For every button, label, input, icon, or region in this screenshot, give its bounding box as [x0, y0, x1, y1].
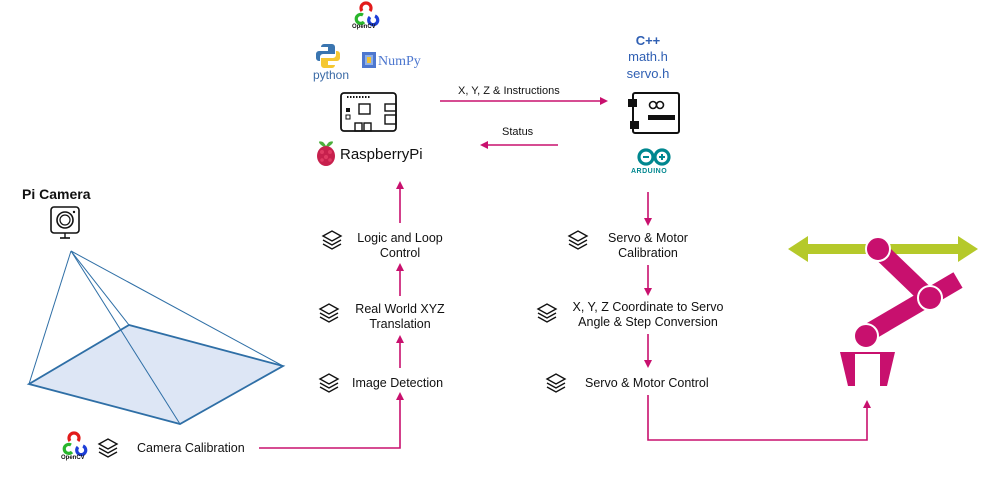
fov-ground-plane: [26, 324, 286, 425]
layers-icon: [319, 303, 339, 323]
link-label-to-arduino: X, Y, Z & Instructions: [458, 85, 560, 97]
step-camera-calibration: Camera Calibration: [137, 441, 245, 455]
layers-icon: [319, 373, 339, 393]
numpy-logo-icon: [362, 52, 376, 68]
layers-icon: [537, 303, 557, 323]
layers-icon: [546, 373, 566, 393]
python-logo-icon: [316, 44, 340, 68]
layers-icon: [568, 230, 588, 250]
step-logic-loop-line2: Control: [379, 246, 421, 260]
step-coordinate-conversion-line2: Angle & Step Conversion: [578, 315, 718, 329]
step-xyz-translation-line2: Translation: [369, 317, 431, 331]
step-servo-calibration-line2: Calibration: [618, 246, 678, 260]
arrow-control-to-robot: [647, 395, 871, 441]
arduino-board-icon: [628, 92, 680, 134]
step-coordinate-conversion: X, Y, Z Coordinate to Servo Angle & Step…: [566, 300, 730, 330]
layers-icon: [322, 230, 342, 250]
python-label: python: [313, 68, 350, 82]
raspberrypi-label: RaspberryPi: [340, 146, 423, 163]
arduino-label: ARDUINO: [631, 168, 668, 175]
step-xyz-translation-line1: Real World XYZ: [355, 302, 445, 316]
camera-title: Pi Camera: [22, 186, 91, 202]
opencv-label-bottom: OpenCV: [61, 455, 85, 461]
robot-arm-illustration: [788, 236, 978, 386]
camera-icon: [50, 206, 80, 239]
fov-ray: [70, 250, 181, 425]
step-servo-calibration-line1: Servo & Motor: [608, 231, 688, 245]
step-servo-calibration: Servo & Motor Calibration: [598, 231, 698, 261]
step-logic-loop: Logic and Loop Control: [350, 231, 450, 261]
opencv-logo-bottom: [62, 431, 88, 457]
code-lib-servo: servo.h: [626, 66, 670, 81]
code-lib-math: math.h: [628, 49, 668, 64]
opencv-label-top: OpenCV: [352, 24, 376, 30]
step-image-detection: Image Detection: [352, 376, 444, 390]
opencv-logo-top: [354, 1, 380, 27]
code-language: C++: [635, 33, 661, 48]
camera-field-of-view: [26, 250, 286, 425]
step-xyz-translation: Real World XYZ Translation: [345, 302, 455, 332]
step-logic-loop-line1: Logic and Loop: [357, 231, 443, 245]
step-coordinate-conversion-line1: X, Y, Z Coordinate to Servo: [572, 300, 724, 314]
gripper: [840, 352, 895, 386]
layers-icon: [98, 438, 118, 458]
fov-ray: [70, 250, 130, 326]
fov-ray: [70, 250, 284, 367]
raspberry-pi-logo-icon: [317, 141, 335, 166]
link-label-to-pi: Status: [502, 126, 534, 138]
raspberry-pi-board-icon: [340, 92, 397, 132]
step-servo-control: Servo & Motor Control: [585, 376, 709, 390]
numpy-label: NumPy: [378, 54, 421, 69]
fov-ray: [28, 250, 72, 385]
arduino-logo-icon: [637, 148, 671, 166]
arrow-calibration-to-detection: [259, 392, 404, 449]
